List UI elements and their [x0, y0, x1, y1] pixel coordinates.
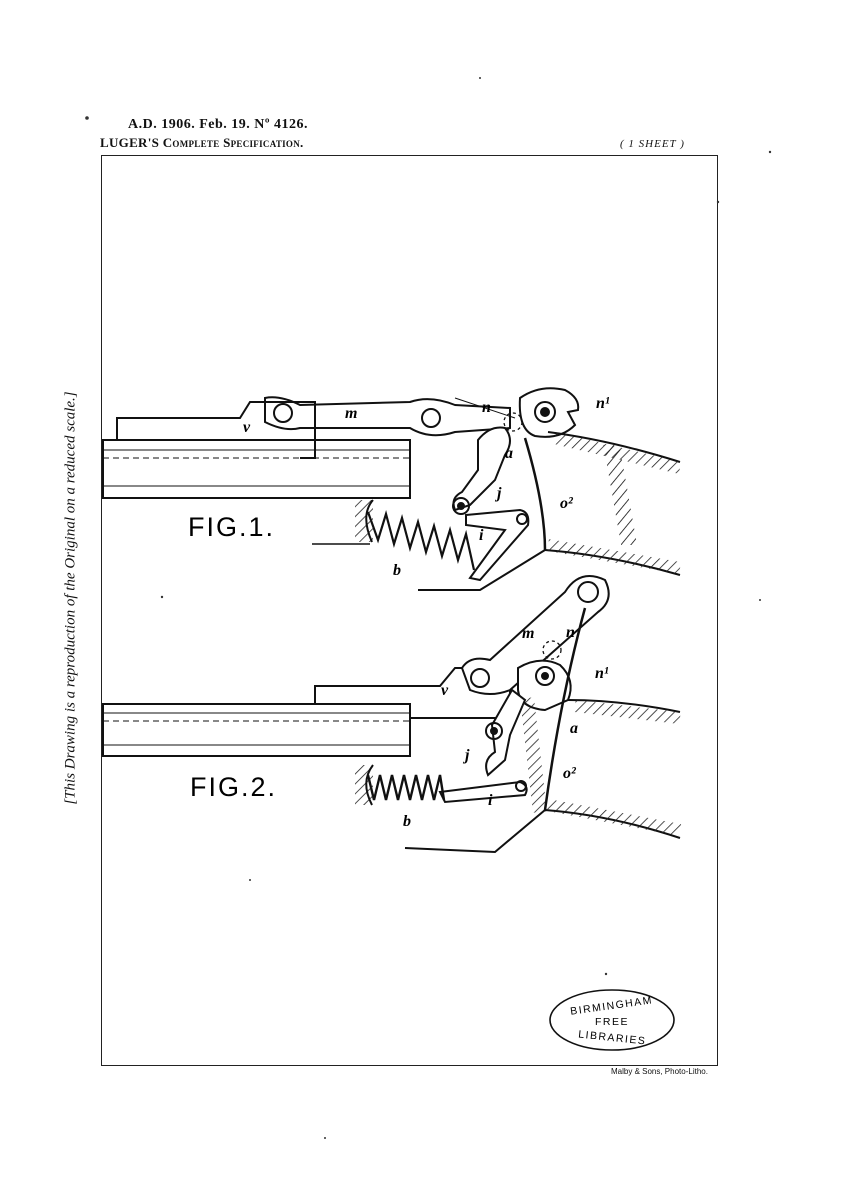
- fig1-crank-n1: [518, 387, 580, 438]
- header-title: A.D. 1906. Feb. 19. Nº 4126.: [128, 117, 309, 132]
- printer-credit: Malby & Sons, Photo-Litho.: [611, 1067, 708, 1076]
- fig1-spring-b: [366, 510, 476, 571]
- fig1-pivot-n1: [534, 401, 556, 423]
- stamp-line3: LIBRARIES: [578, 1028, 647, 1047]
- fig1-ref-a: a: [505, 445, 513, 462]
- fig2-pivot-m: [577, 581, 599, 603]
- fig2-lever-i: [438, 780, 528, 804]
- fig1-pivot-v: [273, 403, 293, 423]
- fig1-pivot-m: [421, 408, 441, 428]
- fig2-ref-n: n: [566, 624, 575, 641]
- fig1-link-m: [264, 396, 511, 437]
- header-subtitle: LUGER'S Complete Specification.: [100, 135, 304, 150]
- fig1-label: FIG.1.: [188, 512, 275, 542]
- fig2-spring-b: [366, 774, 446, 801]
- fig2-pivot-n1: [535, 666, 555, 686]
- stamp-line1: BIRMINGHAM: [570, 994, 654, 1017]
- fig2-link-m: [460, 575, 610, 695]
- fig1-barrel: [102, 439, 411, 499]
- fig2-label: FIG.2.: [190, 772, 277, 802]
- figure-1: [102, 387, 682, 591]
- figure-2: [102, 575, 682, 854]
- fig1-ref-v: v: [243, 419, 251, 436]
- fig2-ref-v: v: [441, 682, 449, 699]
- drawing-frame: [101, 155, 718, 1066]
- fig2-ref-j: j: [462, 747, 470, 764]
- fig2-barrel: [102, 703, 411, 757]
- fig1-ref-n: n: [482, 399, 491, 416]
- fig2-pivot-j: [485, 722, 503, 740]
- fig2-ref-b: b: [403, 813, 411, 830]
- stamp-line2: FREE: [595, 1016, 629, 1028]
- fig1-ref-m: m: [345, 405, 357, 422]
- fig2-ref-m: m: [522, 625, 534, 642]
- fig2-ref-o2: o²: [563, 765, 577, 782]
- fig2-ref-n1: n¹: [595, 665, 609, 682]
- sheet-note: ( 1 SHEET ): [620, 138, 685, 150]
- fig1-ref-j: j: [494, 485, 502, 502]
- scan-specks: [85, 77, 772, 1139]
- library-stamp: BIRMINGHAM FREE LIBRARIES: [549, 989, 675, 1051]
- fig1-ref-b: b: [393, 562, 401, 579]
- fig2-ref-i: i: [488, 792, 493, 809]
- fig1-lever-a: [452, 426, 511, 512]
- fig1-lever-i: [465, 508, 530, 582]
- fig1-ref-i: i: [479, 527, 484, 544]
- fig2-pivot-v: [470, 668, 490, 688]
- fig1-block-v: [116, 401, 316, 459]
- fig2-ref-a: a: [570, 720, 578, 737]
- fig1-pivot-j: [452, 497, 470, 515]
- fig1-ref-o2: o²: [560, 495, 574, 512]
- fig2-lever-a: [485, 688, 527, 777]
- fig1-ref-n1: n¹: [596, 395, 610, 412]
